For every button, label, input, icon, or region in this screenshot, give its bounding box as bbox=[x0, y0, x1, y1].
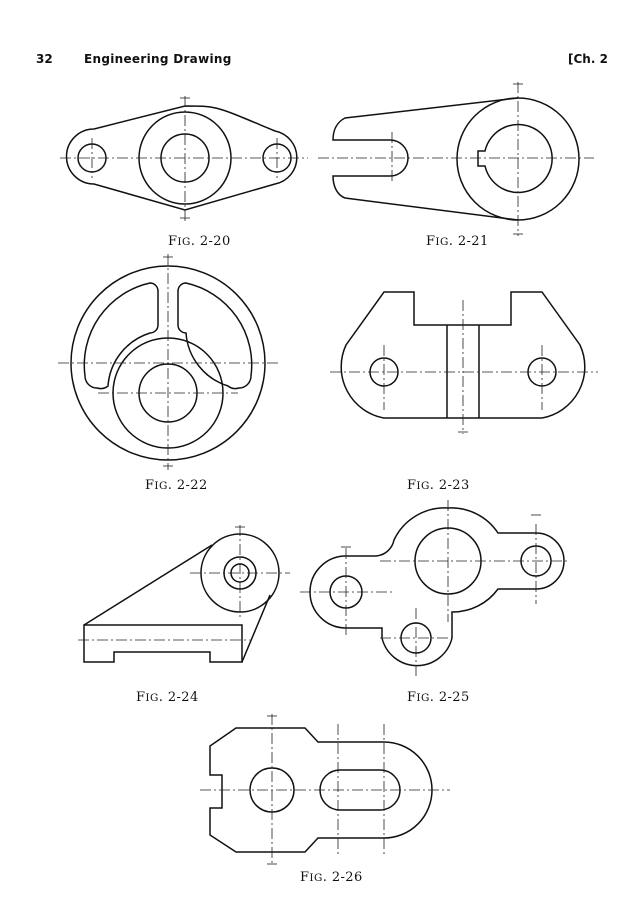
caption-fig-2-21: FIG. 2-21 bbox=[426, 234, 489, 249]
figure-2-26-drawing bbox=[200, 714, 450, 866]
figure-2-22-drawing bbox=[58, 254, 278, 470]
caption-fig-2-26: FIG. 2-26 bbox=[300, 870, 363, 885]
caption-fig-2-20: FIG. 2-20 bbox=[168, 234, 231, 249]
caption-fig-2-24: FIG. 2-24 bbox=[136, 690, 199, 705]
caption-fig-2-22: FIG. 2-22 bbox=[145, 478, 208, 493]
centerline-ticks bbox=[163, 83, 541, 865]
lever-outline bbox=[332, 97, 519, 221]
page-number: 32 bbox=[36, 52, 53, 66]
figure-2-23-drawing bbox=[330, 291, 598, 434]
caption-fig-2-25: FIG. 2-25 bbox=[407, 690, 470, 705]
chapter-label: [Ch. 2 bbox=[568, 52, 608, 66]
link-outline bbox=[65, 105, 298, 211]
figure-2-20-drawing bbox=[60, 96, 308, 222]
caption-fig-2-23: FIG. 2-23 bbox=[407, 478, 470, 493]
figure-2-24-drawing bbox=[78, 525, 290, 663]
figure-2-25-drawing bbox=[300, 500, 570, 676]
running-title: Engineering Drawing bbox=[84, 52, 232, 66]
figure-2-21-drawing bbox=[318, 82, 594, 236]
